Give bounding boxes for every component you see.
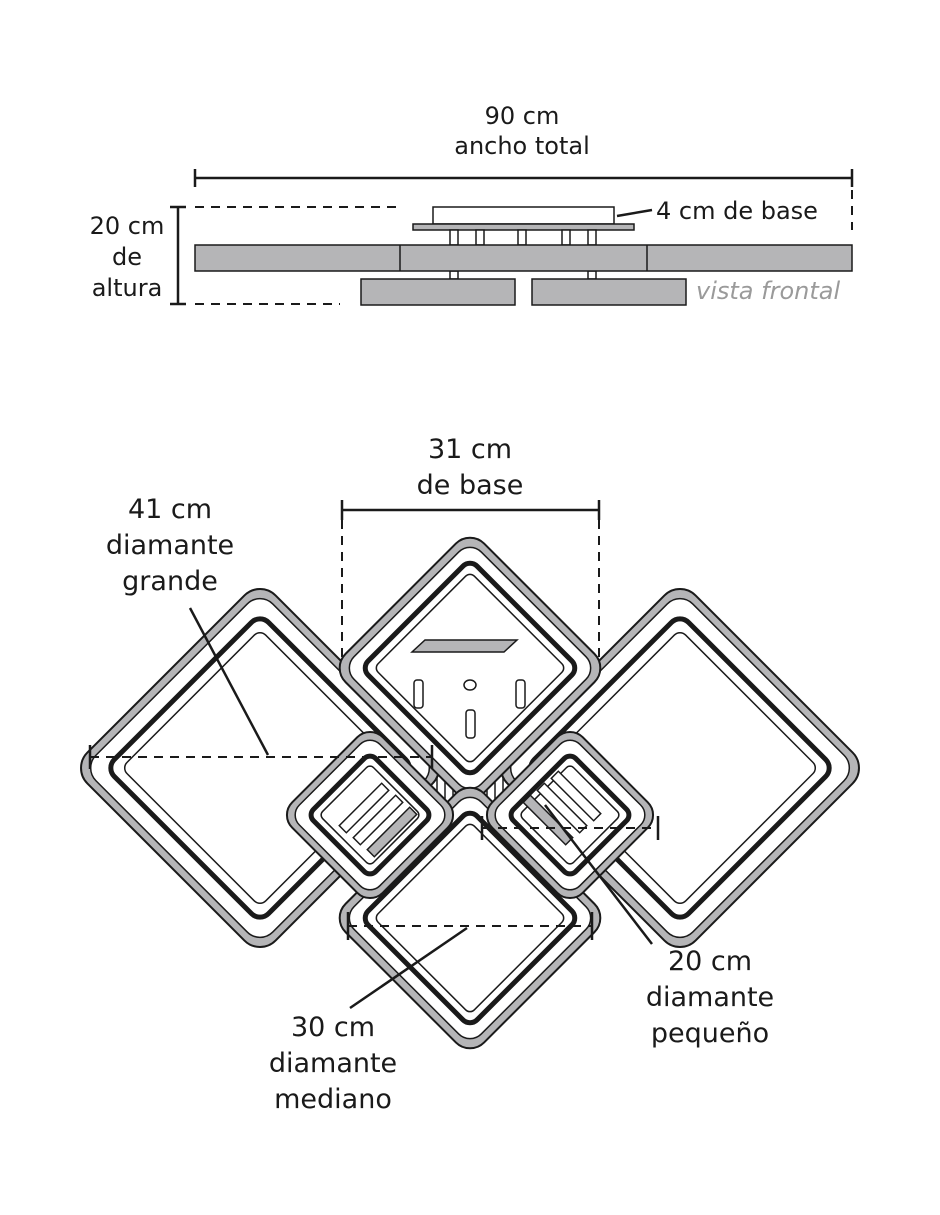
small-diamond-right — [485, 730, 655, 900]
total-width-caption: ancho total — [454, 132, 590, 160]
small-diamond-line1: diamante — [646, 982, 774, 1013]
front-extension-lines — [195, 190, 853, 305]
large-diamond-dimension — [88, 607, 434, 769]
width-dimension-line — [193, 169, 854, 187]
front-light-panel-lower-right — [531, 278, 687, 306]
height-caption-altura: altura — [92, 274, 163, 302]
height-value: 20 cm — [90, 212, 165, 240]
total-width-value: 90 cm — [485, 102, 560, 130]
medium-diamond-top — [338, 536, 602, 800]
top-view: 31 cm de base — [80, 434, 860, 1115]
ceiling-base-plate — [432, 206, 615, 225]
small-diamond-dimension — [480, 804, 660, 945]
large-diamond-line1: diamante — [106, 530, 234, 561]
small-diamond-left — [285, 730, 455, 900]
base-flange — [412, 223, 635, 231]
medium-diamond-line2: mediano — [274, 1084, 392, 1115]
base-width-value: 31 cm — [428, 434, 512, 465]
height-dimension-line — [170, 205, 186, 306]
large-diamond-value: 41 cm — [128, 494, 212, 525]
base-width-caption: de base — [417, 470, 524, 501]
large-diamond-line2: grande — [122, 566, 218, 597]
front-view-label: vista frontal — [696, 277, 840, 305]
base-leader-line — [616, 208, 653, 218]
small-diamond-line2: pequeño — [651, 1018, 769, 1049]
medium-diamond-line1: diamante — [269, 1048, 397, 1079]
front-light-panel-upper — [194, 244, 853, 272]
front-view: 90 cm ancho total 20 cm de altura — [90, 102, 854, 306]
front-light-panel-lower-left — [360, 278, 516, 306]
base-width-dimension-line — [340, 500, 601, 660]
medium-diamond-dimension — [346, 912, 594, 1010]
medium-diamond-value: 30 cm — [291, 1012, 375, 1043]
height-caption-de: de — [112, 243, 142, 271]
small-diamond-value: 20 cm — [668, 946, 752, 977]
base-height-label: 4 cm de base — [656, 197, 818, 225]
